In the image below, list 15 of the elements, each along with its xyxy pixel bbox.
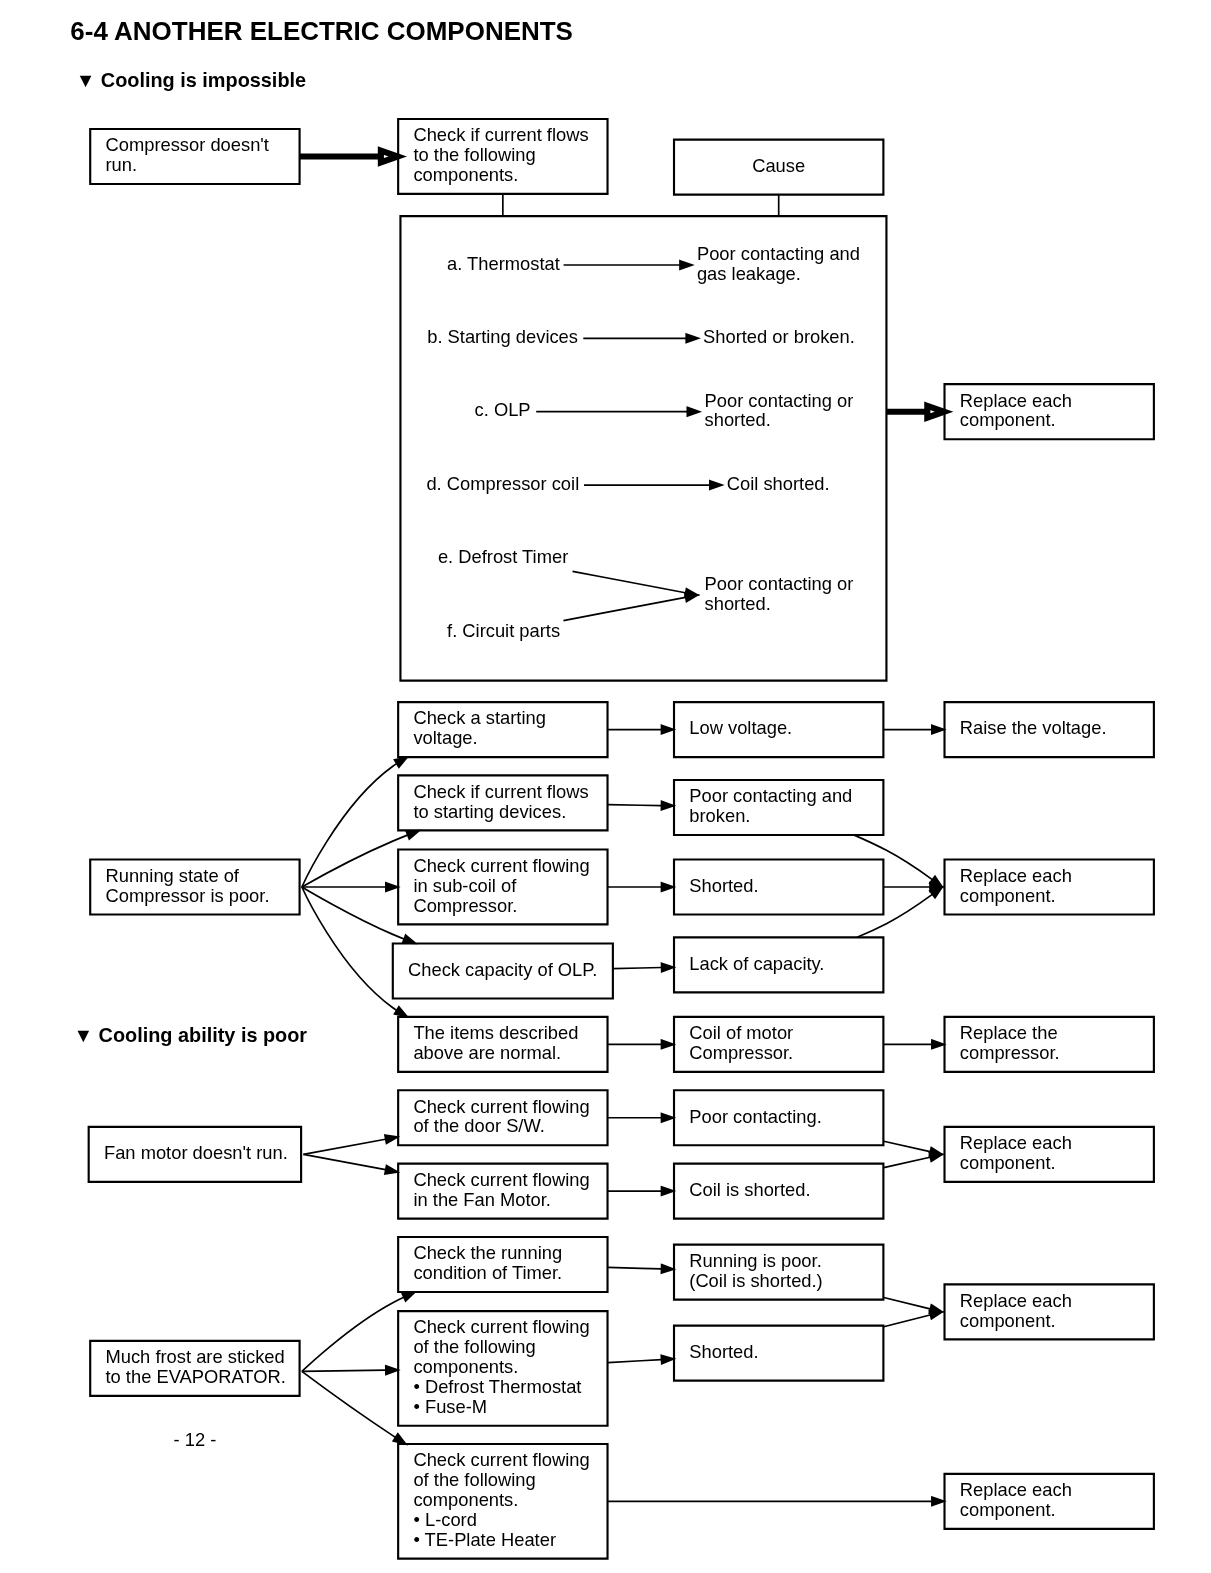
node-text: e. Defrost Timer [437,546,568,568]
node-text: Shorted or broken. [702,326,855,348]
label: ▼ Cooling ability is poor [72,1023,307,1046]
label: - 12 - [173,1429,216,1451]
node-text: c. OLP [474,399,531,421]
node-text: Poor contacting or shorted. [704,389,853,431]
node-text: d. Compressor coil [425,472,579,494]
diagram-title: 6-4 ANOTHER ELECTRIC COMPONENTS [69,15,573,46]
node-text: f. Circuit parts [446,619,560,641]
node-text: Coil shorted. [726,472,830,494]
label: ▼ Cooling is impossible [75,68,306,91]
node-text: Poor contacting or shorted. [704,572,853,614]
node-text: a. Thermostat [446,252,560,274]
node-text: Poor contacting and gas leakage. [696,242,860,284]
node-text: b. Starting devices [426,326,578,348]
